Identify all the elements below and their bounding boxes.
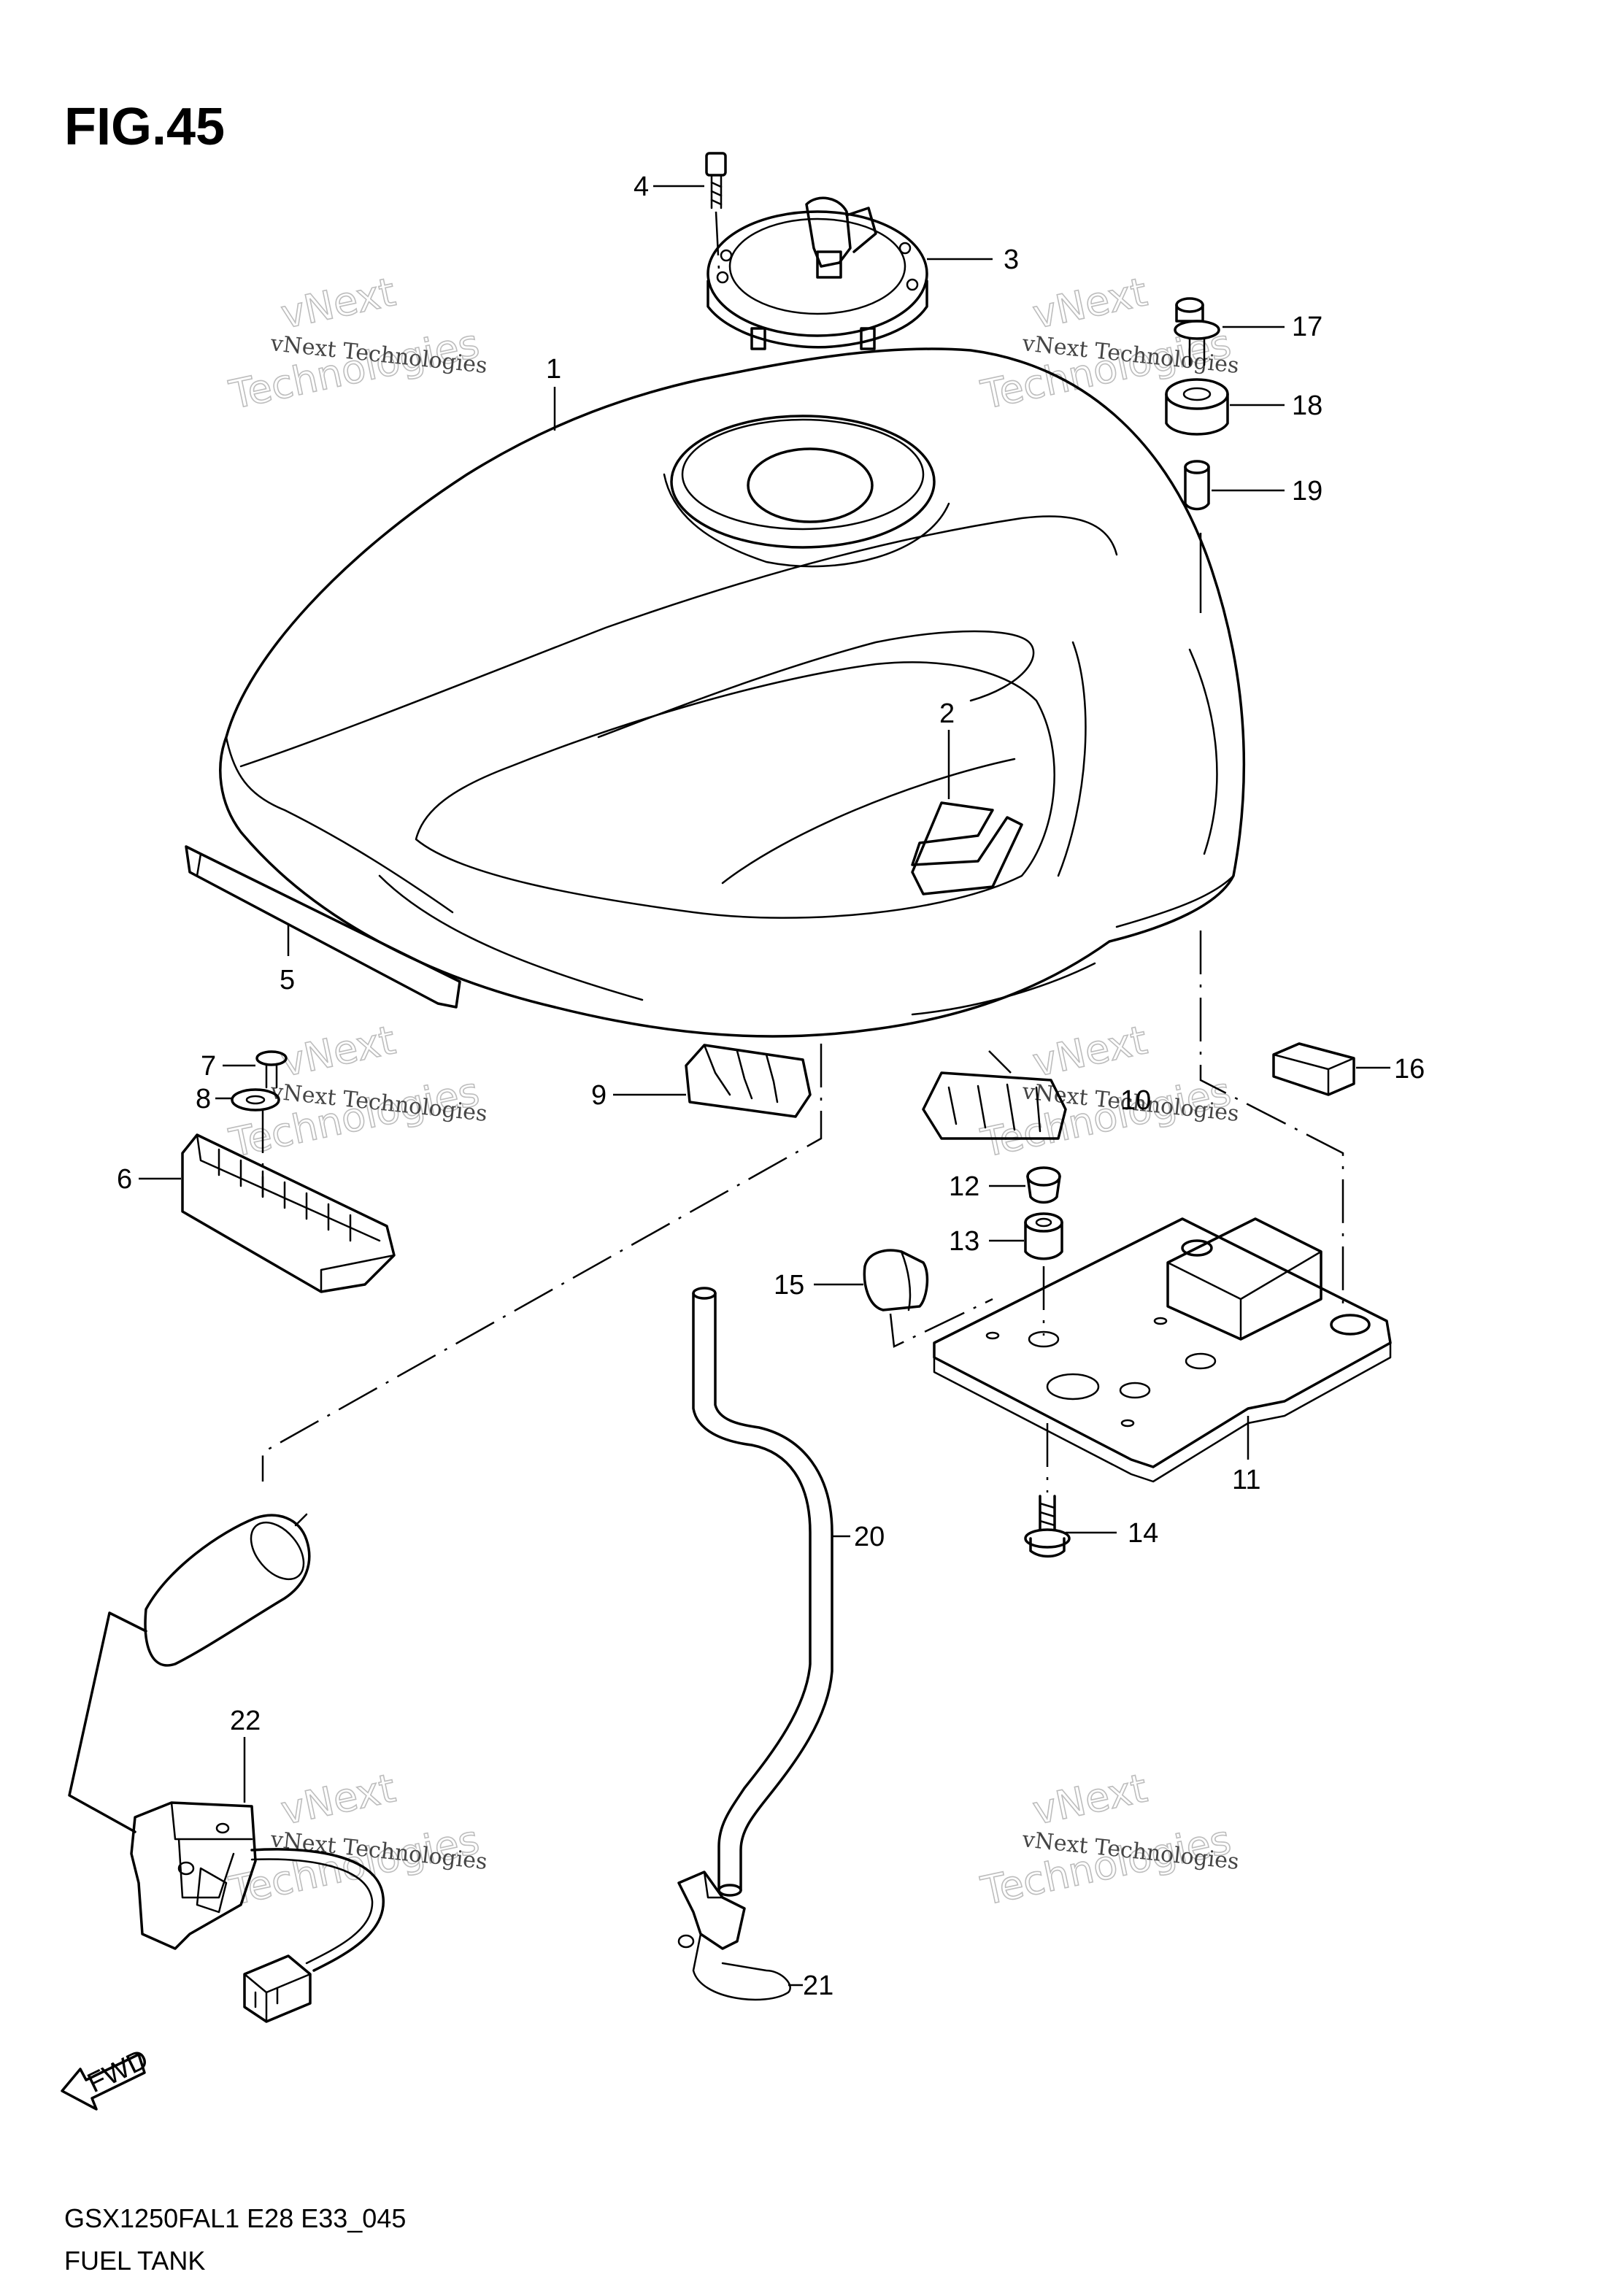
part-11-bracket-plate: [933, 1217, 1392, 1483]
callout-21: 21: [803, 1971, 833, 2001]
part-12-grommet: [1026, 1166, 1061, 1204]
callout-5: 5: [280, 965, 295, 995]
watermark-2: vNext Technologies vNext Technologies: [977, 268, 1240, 418]
part-19-collar: [1184, 460, 1210, 511]
part-14-bolt: [1024, 1495, 1071, 1558]
svg-text:vNext: vNext: [277, 1017, 399, 1085]
part-6-rear-bracket: [181, 1133, 396, 1293]
callout-22: 22: [230, 1706, 261, 1736]
part-10-cushion: [922, 1071, 1067, 1140]
callout-18: 18: [1292, 390, 1322, 421]
svg-text:vNext: vNext: [1029, 1017, 1151, 1085]
callout-8: 8: [196, 1084, 211, 1114]
callout-10: 10: [1120, 1085, 1151, 1116]
leader-15-dash: [889, 1298, 993, 1348]
part-2-emblem: [911, 801, 1023, 895]
callout-11: 11: [1232, 1465, 1260, 1495]
part-20-hose: [692, 1287, 833, 1897]
part-5-cushion: [185, 845, 461, 1009]
figure-name: FUEL TANK: [64, 2246, 205, 2276]
svg-text:vNext: vNext: [277, 1765, 399, 1833]
part-22-fuel-level-gauge: [68, 1513, 385, 2023]
svg-text:vNext: vNext: [277, 269, 399, 337]
model-code: GSX1250FAL1 E28 E33_045: [64, 2203, 406, 2233]
callout-6: 6: [117, 1164, 132, 1195]
callout-20: 20: [854, 1522, 885, 1552]
leader-4-dash: [715, 211, 720, 271]
callout-15: 15: [774, 1270, 804, 1301]
callout-19: 19: [1292, 476, 1322, 506]
part-3-fuel-cap: [706, 196, 928, 350]
part-9-front-cushion: [685, 1044, 812, 1118]
svg-text:vNext: vNext: [1029, 269, 1151, 337]
part-17-bolt: [1174, 297, 1220, 366]
callout-2: 2: [939, 698, 955, 729]
assembly-lines: [261, 931, 1344, 1482]
callout-9: 9: [591, 1080, 607, 1111]
part-16-pad: [1272, 1042, 1355, 1096]
callout-14: 14: [1128, 1518, 1158, 1549]
fwd-label: FWD: [83, 2043, 153, 2099]
watermark-5: vNext Technologies vNext Technologies: [225, 1764, 488, 1914]
watermark-6: vNext Technologies vNext Technologies: [977, 1764, 1240, 1914]
part-18-damper: [1165, 378, 1229, 436]
part-13-damper: [1024, 1212, 1063, 1260]
figure-title: FIG.45: [64, 98, 225, 156]
part-15-cap: [863, 1249, 929, 1311]
callout-4: 4: [634, 172, 649, 202]
part-7-screw: [255, 1050, 288, 1089]
watermark-1: vNext Technologies vNext Technologies: [225, 268, 488, 418]
part-4-cap-bolt: [705, 152, 727, 209]
callout-13: 13: [949, 1226, 979, 1257]
svg-text:vNext: vNext: [1029, 1765, 1151, 1833]
callout-16: 16: [1394, 1054, 1425, 1085]
callout-7: 7: [201, 1051, 216, 1082]
callout-17: 17: [1292, 312, 1322, 342]
fwd-direction-arrow: FWD: [61, 2043, 153, 2111]
callout-1: 1: [546, 354, 561, 385]
callout-3: 3: [1004, 244, 1019, 275]
part-8-washer: [231, 1088, 280, 1112]
part-1-fuel-tank: [219, 347, 1246, 1038]
part-21-clamp: [677, 1871, 791, 2001]
callout-12: 12: [949, 1171, 979, 1202]
